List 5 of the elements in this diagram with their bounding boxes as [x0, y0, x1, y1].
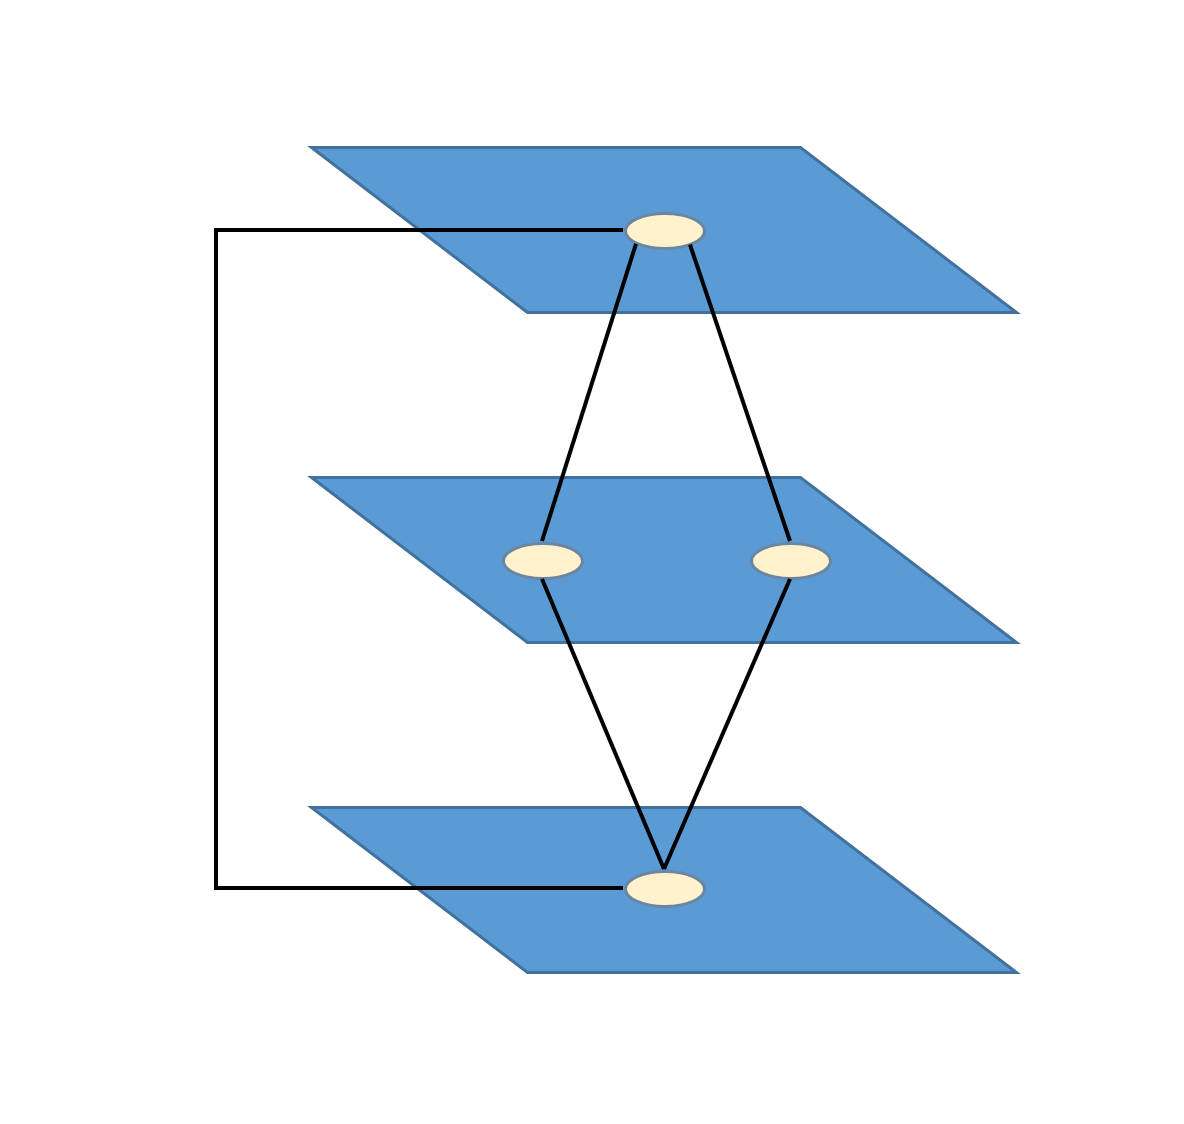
connector-line [540, 578, 666, 870]
connector-line [214, 228, 623, 890]
connector-line [688, 244, 792, 542]
connector-line [540, 243, 638, 542]
connector-line [662, 578, 792, 870]
